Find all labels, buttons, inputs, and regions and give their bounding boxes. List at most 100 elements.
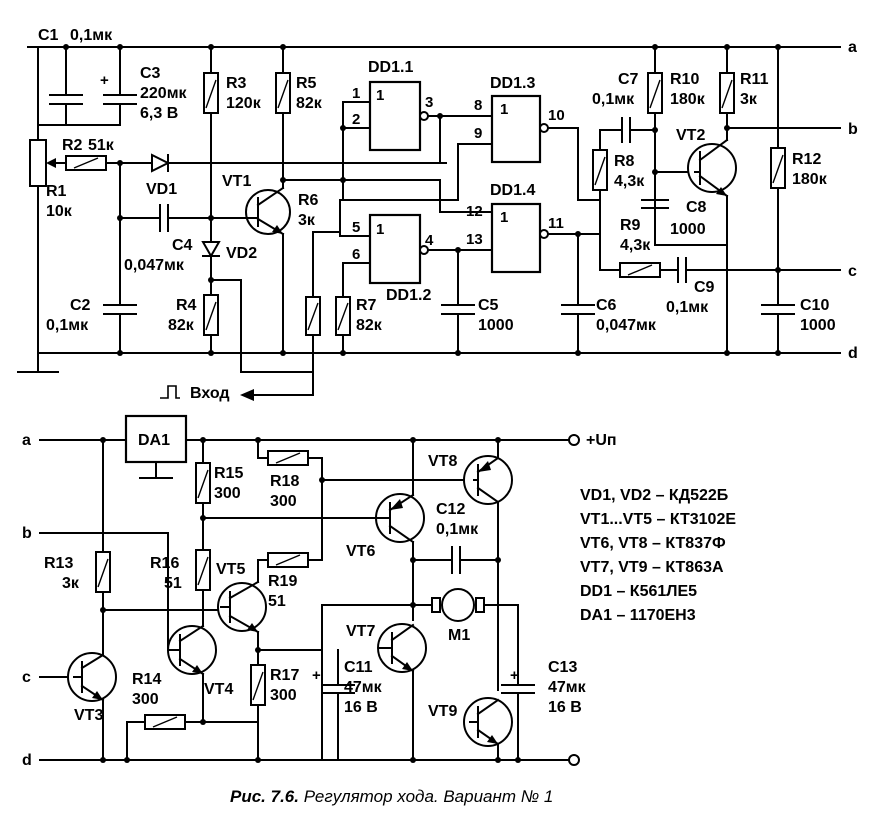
svg-text:12: 12 xyxy=(466,203,483,220)
svg-text:C3: C3 xyxy=(140,65,161,82)
VT7-transistor xyxy=(377,623,427,673)
svg-text:R9: R9 xyxy=(620,217,641,234)
svg-text:0,047мк: 0,047мк xyxy=(596,317,657,334)
svg-text:R1: R1 xyxy=(46,183,67,200)
svg-text:3к: 3к xyxy=(298,212,316,229)
svg-text:R11: R11 xyxy=(740,71,769,88)
DA1-regulator xyxy=(124,414,188,479)
VT6-transistor xyxy=(375,493,425,544)
svg-text:10к: 10к xyxy=(46,203,73,220)
svg-text:82к: 82к xyxy=(168,317,195,334)
svg-text:R7: R7 xyxy=(356,297,377,314)
svg-text:180к: 180к xyxy=(792,171,828,188)
svg-text:51к: 51к xyxy=(88,137,115,154)
DD1.2-gate xyxy=(368,213,429,285)
input-label: Вход xyxy=(190,385,230,402)
input-arrow-icon xyxy=(240,389,254,401)
svg-text:1000: 1000 xyxy=(670,221,706,238)
svg-text:11: 11 xyxy=(548,215,564,232)
svg-text:1000: 1000 xyxy=(478,317,514,334)
svg-text:R16: R16 xyxy=(150,555,179,572)
pulse-icon xyxy=(160,385,180,399)
svg-text:1: 1 xyxy=(376,221,384,238)
svg-text:R3: R3 xyxy=(226,75,247,92)
svg-text:C11: C11 xyxy=(344,659,373,676)
svg-text:R14: R14 xyxy=(132,671,161,688)
svg-text:R13: R13 xyxy=(44,555,73,572)
VT2-transistor xyxy=(687,138,737,198)
svg-text:VD2: VD2 xyxy=(226,245,257,262)
svg-text:3к: 3к xyxy=(740,91,758,108)
svg-text:0,047мк: 0,047мк xyxy=(124,257,185,274)
svg-text:C5: C5 xyxy=(478,297,499,314)
svg-text:13: 13 xyxy=(466,231,483,248)
svg-text:d: d xyxy=(848,345,858,362)
svg-text:300: 300 xyxy=(270,493,297,510)
svg-text:1: 1 xyxy=(376,87,384,104)
svg-text:b: b xyxy=(848,121,858,138)
svg-text:R10: R10 xyxy=(670,71,699,88)
svg-text:6: 6 xyxy=(352,246,360,263)
svg-text:47мк: 47мк xyxy=(548,679,587,696)
svg-text:51: 51 xyxy=(268,593,286,610)
svg-text:c: c xyxy=(22,669,31,686)
svg-text:1: 1 xyxy=(500,209,508,226)
svg-text:DA1: DA1 xyxy=(138,432,170,449)
svg-text:300: 300 xyxy=(132,691,159,708)
svg-text:VT1...VT5 – КТ3102Е: VT1...VT5 – КТ3102Е xyxy=(580,511,736,528)
svg-text:R2: R2 xyxy=(62,137,83,154)
svg-text:82к: 82к xyxy=(356,317,383,334)
svg-text:8: 8 xyxy=(474,97,482,114)
svg-text:+: + xyxy=(100,72,109,89)
svg-text:R12: R12 xyxy=(792,151,821,168)
svg-text:180к: 180к xyxy=(670,91,706,108)
svg-text:0,1мк: 0,1мк xyxy=(436,521,479,538)
svg-text:DD1.4: DD1.4 xyxy=(490,182,535,199)
VT4-transistor xyxy=(167,624,217,676)
svg-text:VT9: VT9 xyxy=(428,703,457,720)
svg-text:16 В: 16 В xyxy=(344,699,378,716)
C1-capacitor xyxy=(37,46,121,126)
figure-caption: Рис. 7.6. Регулятор хода. Вариант № 1 xyxy=(230,787,553,806)
svg-text:a: a xyxy=(22,432,31,449)
svg-text:R5: R5 xyxy=(296,75,317,92)
svg-text:R18: R18 xyxy=(270,473,299,490)
svg-text:VT3: VT3 xyxy=(74,707,103,724)
svg-text:+Uп: +Uп xyxy=(586,432,617,449)
svg-text:DD1.1: DD1.1 xyxy=(368,59,413,76)
C3-capacitor: + xyxy=(100,46,137,126)
VT5-transistor xyxy=(217,580,267,634)
svg-text:1000: 1000 xyxy=(800,317,836,334)
svg-text:DD1 – К561ЛЕ5: DD1 – К561ЛЕ5 xyxy=(580,583,697,600)
svg-text:120к: 120к xyxy=(226,95,262,112)
svg-text:R6: R6 xyxy=(298,192,319,209)
svg-text:VT6, VT8 – КТ837Ф: VT6, VT8 – КТ837Ф xyxy=(580,535,726,552)
svg-text:3к: 3к xyxy=(62,575,80,592)
svg-text:5: 5 xyxy=(352,219,360,236)
svg-text:0,1мк: 0,1мк xyxy=(592,91,635,108)
svg-text:10: 10 xyxy=(548,107,565,124)
svg-text:VD1: VD1 xyxy=(146,181,177,198)
svg-text:51: 51 xyxy=(164,575,182,592)
svg-text:C8: C8 xyxy=(686,199,707,216)
DD1.1-gate xyxy=(368,80,429,152)
svg-text:0,1мк: 0,1мк xyxy=(46,317,89,334)
svg-text:220мк: 220мк xyxy=(140,85,188,102)
svg-text:VT7, VT9 – КТ863А: VT7, VT9 – КТ863А xyxy=(580,559,724,576)
VT1-transistor xyxy=(245,186,291,236)
svg-text:300: 300 xyxy=(270,687,297,704)
VT3-transistor xyxy=(67,652,117,702)
svg-text:6,3 В: 6,3 В xyxy=(140,105,178,122)
svg-text:c: c xyxy=(848,263,857,280)
svg-text:2: 2 xyxy=(352,111,360,128)
svg-text:VT1: VT1 xyxy=(222,173,251,190)
VT9-transistor xyxy=(463,697,513,747)
svg-text:C12: C12 xyxy=(436,501,465,518)
svg-text:C6: C6 xyxy=(596,297,617,314)
VT8-transistor xyxy=(463,455,513,505)
svg-text:R15: R15 xyxy=(214,465,243,482)
svg-text:VT4: VT4 xyxy=(204,681,233,698)
svg-text:M1: M1 xyxy=(448,627,470,644)
M1-motor xyxy=(412,588,519,622)
